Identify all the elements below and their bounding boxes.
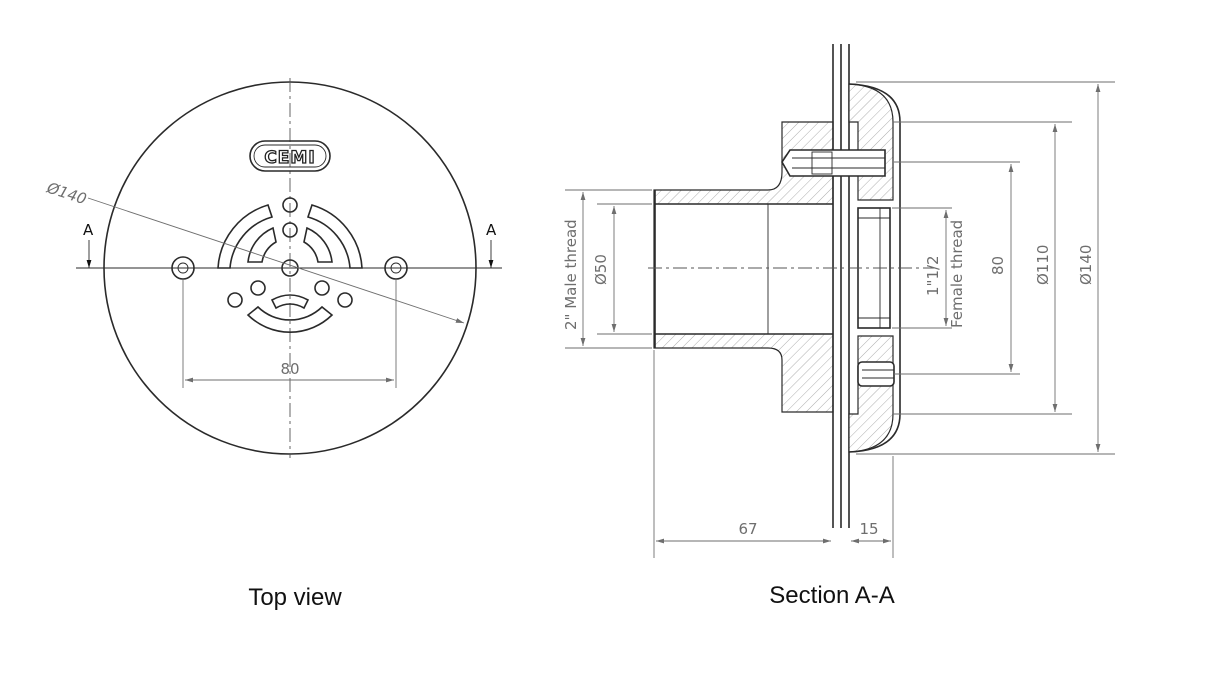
section-view: 2" Male thread Ø50 1"1/2 Female thread 8… [562, 44, 1115, 609]
svg-text:80: 80 [989, 256, 1007, 275]
section-view-caption: Section A-A [769, 582, 894, 609]
svg-text:Ø50: Ø50 [592, 254, 610, 285]
dim-male-thread: 2" Male thread [562, 189, 652, 349]
dim-d50: Ø50 [592, 203, 652, 335]
svg-text:80: 80 [280, 360, 299, 378]
dim-80: 80 [894, 161, 1020, 375]
dim-d140: Ø140 [856, 81, 1115, 455]
svg-text:1"1/2: 1"1/2 [924, 255, 942, 296]
svg-text:Ø140: Ø140 [44, 178, 89, 208]
dim-15: 15 [851, 456, 894, 558]
svg-text:15: 15 [859, 520, 878, 538]
bolt-holes [171, 256, 408, 280]
dim-67: 67 [653, 350, 831, 558]
grate-pattern [217, 197, 363, 333]
top-view: A A CEMI [44, 78, 502, 611]
mounting-plates [832, 44, 850, 528]
dim-female-thread: 1"1/2 Female thread [892, 207, 966, 329]
svg-text:2" Male thread: 2" Male thread [562, 219, 580, 330]
dim-bolt-spacing: 80 [182, 280, 397, 388]
top-view-caption: Top view [248, 584, 342, 611]
screw-top [781, 149, 886, 177]
svg-text:Ø140: Ø140 [1077, 245, 1095, 285]
cemi-logo: CEMI [249, 140, 331, 172]
section-mark-left: A [83, 221, 94, 239]
logo-text: CEMI [264, 148, 315, 168]
cover-ring-section [848, 83, 894, 201]
svg-text:67: 67 [738, 520, 757, 538]
svg-text:Female thread: Female thread [948, 220, 966, 328]
section-mark-right: A [486, 221, 497, 239]
dim-d110: Ø110 [893, 121, 1072, 415]
svg-text:Ø110: Ø110 [1034, 245, 1052, 285]
screw-bottom [857, 361, 895, 387]
